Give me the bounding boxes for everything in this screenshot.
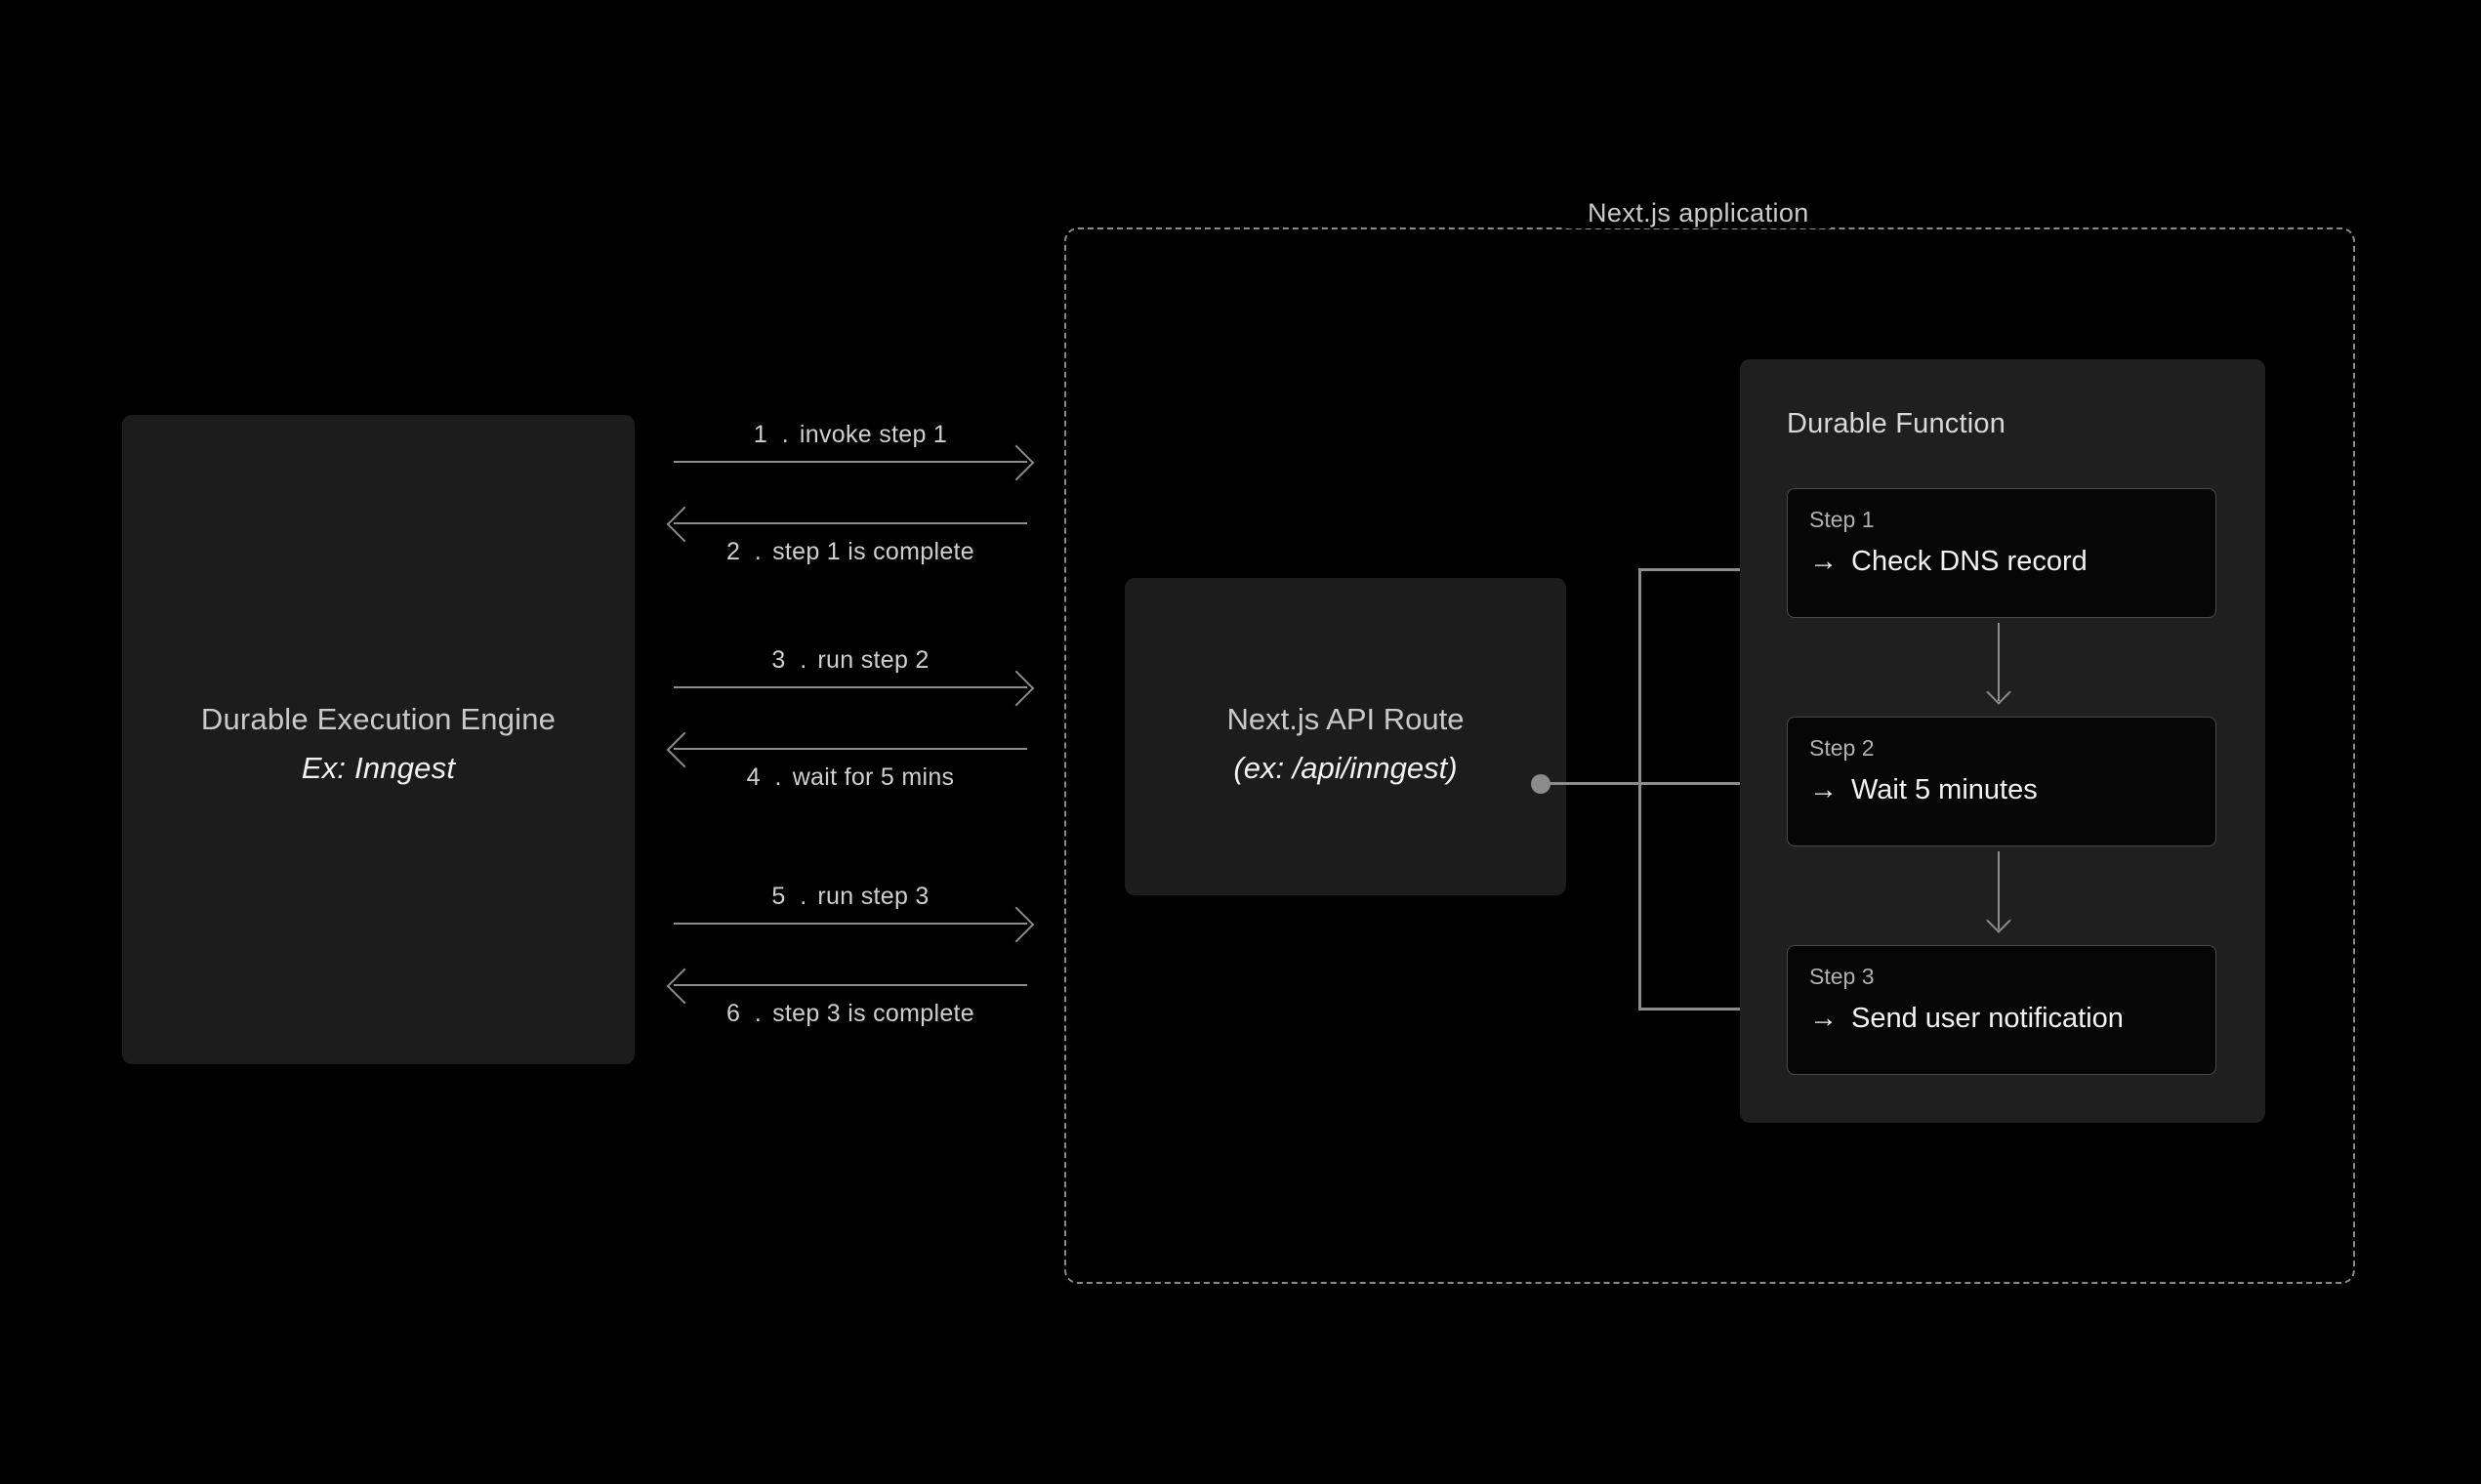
durable-execution-engine-labels: Durable Execution Engine Ex: Inngest bbox=[122, 695, 635, 793]
message-label-2: step 1 is complete bbox=[772, 538, 974, 565]
step-text-2: → Wait 5 minutes bbox=[1809, 774, 2038, 806]
step-arrow-right-icon: → bbox=[1809, 546, 1838, 577]
step-description-2: Wait 5 minutes bbox=[1851, 774, 2038, 805]
step-flow-arrow-2-to-3-icon bbox=[1998, 851, 2000, 929]
step-description-3: Send user notification bbox=[1851, 1003, 2124, 1034]
arrow-head-right-icon bbox=[998, 444, 1035, 481]
message-arrow-5: 5 . run step 3 bbox=[674, 883, 1035, 943]
step-card-3[interactable]: Step 3 → Send user notification bbox=[1787, 945, 2216, 1075]
message-number-3: 3 . bbox=[771, 646, 811, 674]
message-caption-2: 2 . step 1 is complete bbox=[674, 538, 1027, 566]
arrow-line bbox=[674, 522, 1027, 524]
step-label-3: Step 3 bbox=[1809, 964, 1875, 989]
durable-execution-engine-box bbox=[122, 415, 635, 1064]
nextjs-application-container bbox=[1064, 227, 2355, 1284]
message-arrow-4: 4 . wait for 5 mins bbox=[666, 731, 1027, 791]
connector-branch-step3-line bbox=[1638, 1008, 1779, 1010]
message-number-1: 1 . bbox=[753, 421, 793, 448]
message-arrow-6: 6 . step 3 is complete bbox=[666, 968, 1027, 1027]
message-number-4: 4 . bbox=[746, 763, 786, 791]
arrow-line bbox=[674, 984, 1027, 986]
message-arrow-1: 1 . invoke step 1 bbox=[674, 421, 1035, 481]
arrow-line bbox=[674, 686, 1027, 688]
step-card-1[interactable]: Step 1 → Check DNS record bbox=[1787, 488, 2216, 618]
step-text-1: → Check DNS record bbox=[1809, 546, 2088, 578]
step-label-2: Step 2 bbox=[1809, 735, 1875, 761]
message-number-5: 5 . bbox=[771, 883, 811, 910]
message-number-2: 2 . bbox=[726, 538, 765, 565]
step-text-3: → Send user notification bbox=[1809, 1003, 2124, 1035]
nextjs-api-route-box bbox=[1125, 578, 1566, 895]
arrow-line bbox=[674, 748, 1027, 750]
message-caption-1: 1 . invoke step 1 bbox=[674, 421, 1027, 449]
engine-title: Durable Execution Engine bbox=[200, 702, 557, 736]
step-card-2[interactable]: Step 2 → Wait 5 minutes bbox=[1787, 717, 2216, 846]
arrow-head-left-icon bbox=[666, 968, 703, 1005]
step-label-1: Step 1 bbox=[1809, 507, 1875, 532]
api-route-subtitle: (ex: /api/inngest) bbox=[1233, 751, 1458, 786]
message-label-5: run step 3 bbox=[817, 883, 930, 910]
message-arrow-3: 3 . run step 2 bbox=[674, 646, 1035, 707]
nextjs-application-title: Next.js application bbox=[1566, 198, 1831, 228]
step-description-1: Check DNS record bbox=[1851, 546, 2088, 577]
message-caption-4: 4 . wait for 5 mins bbox=[674, 763, 1027, 792]
message-arrow-2: 2 . step 1 is complete bbox=[666, 506, 1027, 565]
connector-trunk-line bbox=[1541, 782, 1779, 785]
message-caption-3: 3 . run step 2 bbox=[674, 646, 1027, 675]
message-label-1: invoke step 1 bbox=[799, 421, 948, 448]
arrow-head-right-icon bbox=[998, 670, 1035, 707]
step-flow-arrow-1-to-2-icon bbox=[1998, 623, 2000, 701]
message-label-6: step 3 is complete bbox=[772, 1000, 974, 1027]
arrow-head-left-icon bbox=[666, 506, 703, 543]
connector-branch-step1-line bbox=[1638, 568, 1779, 571]
arrow-head-left-icon bbox=[666, 731, 703, 768]
durable-function-title: Durable Function bbox=[1787, 408, 2006, 439]
message-label-3: run step 2 bbox=[817, 646, 930, 674]
message-number-6: 6 . bbox=[726, 1000, 765, 1027]
message-caption-5: 5 . run step 3 bbox=[674, 883, 1027, 911]
arrow-line bbox=[674, 923, 1027, 925]
message-caption-6: 6 . step 3 is complete bbox=[674, 1000, 1027, 1028]
message-label-4: wait for 5 mins bbox=[792, 763, 955, 791]
step-arrow-right-icon: → bbox=[1809, 774, 1838, 805]
api-route-title: Next.js API Route bbox=[1226, 702, 1465, 736]
step-arrow-right-icon: → bbox=[1809, 1003, 1838, 1034]
nextjs-api-route-labels: Next.js API Route (ex: /api/inngest) bbox=[1125, 695, 1566, 793]
engine-subtitle: Ex: Inngest bbox=[301, 751, 456, 786]
connector-spine-line bbox=[1638, 568, 1641, 1010]
arrow-head-right-icon bbox=[998, 906, 1035, 943]
arrow-line bbox=[674, 461, 1027, 463]
